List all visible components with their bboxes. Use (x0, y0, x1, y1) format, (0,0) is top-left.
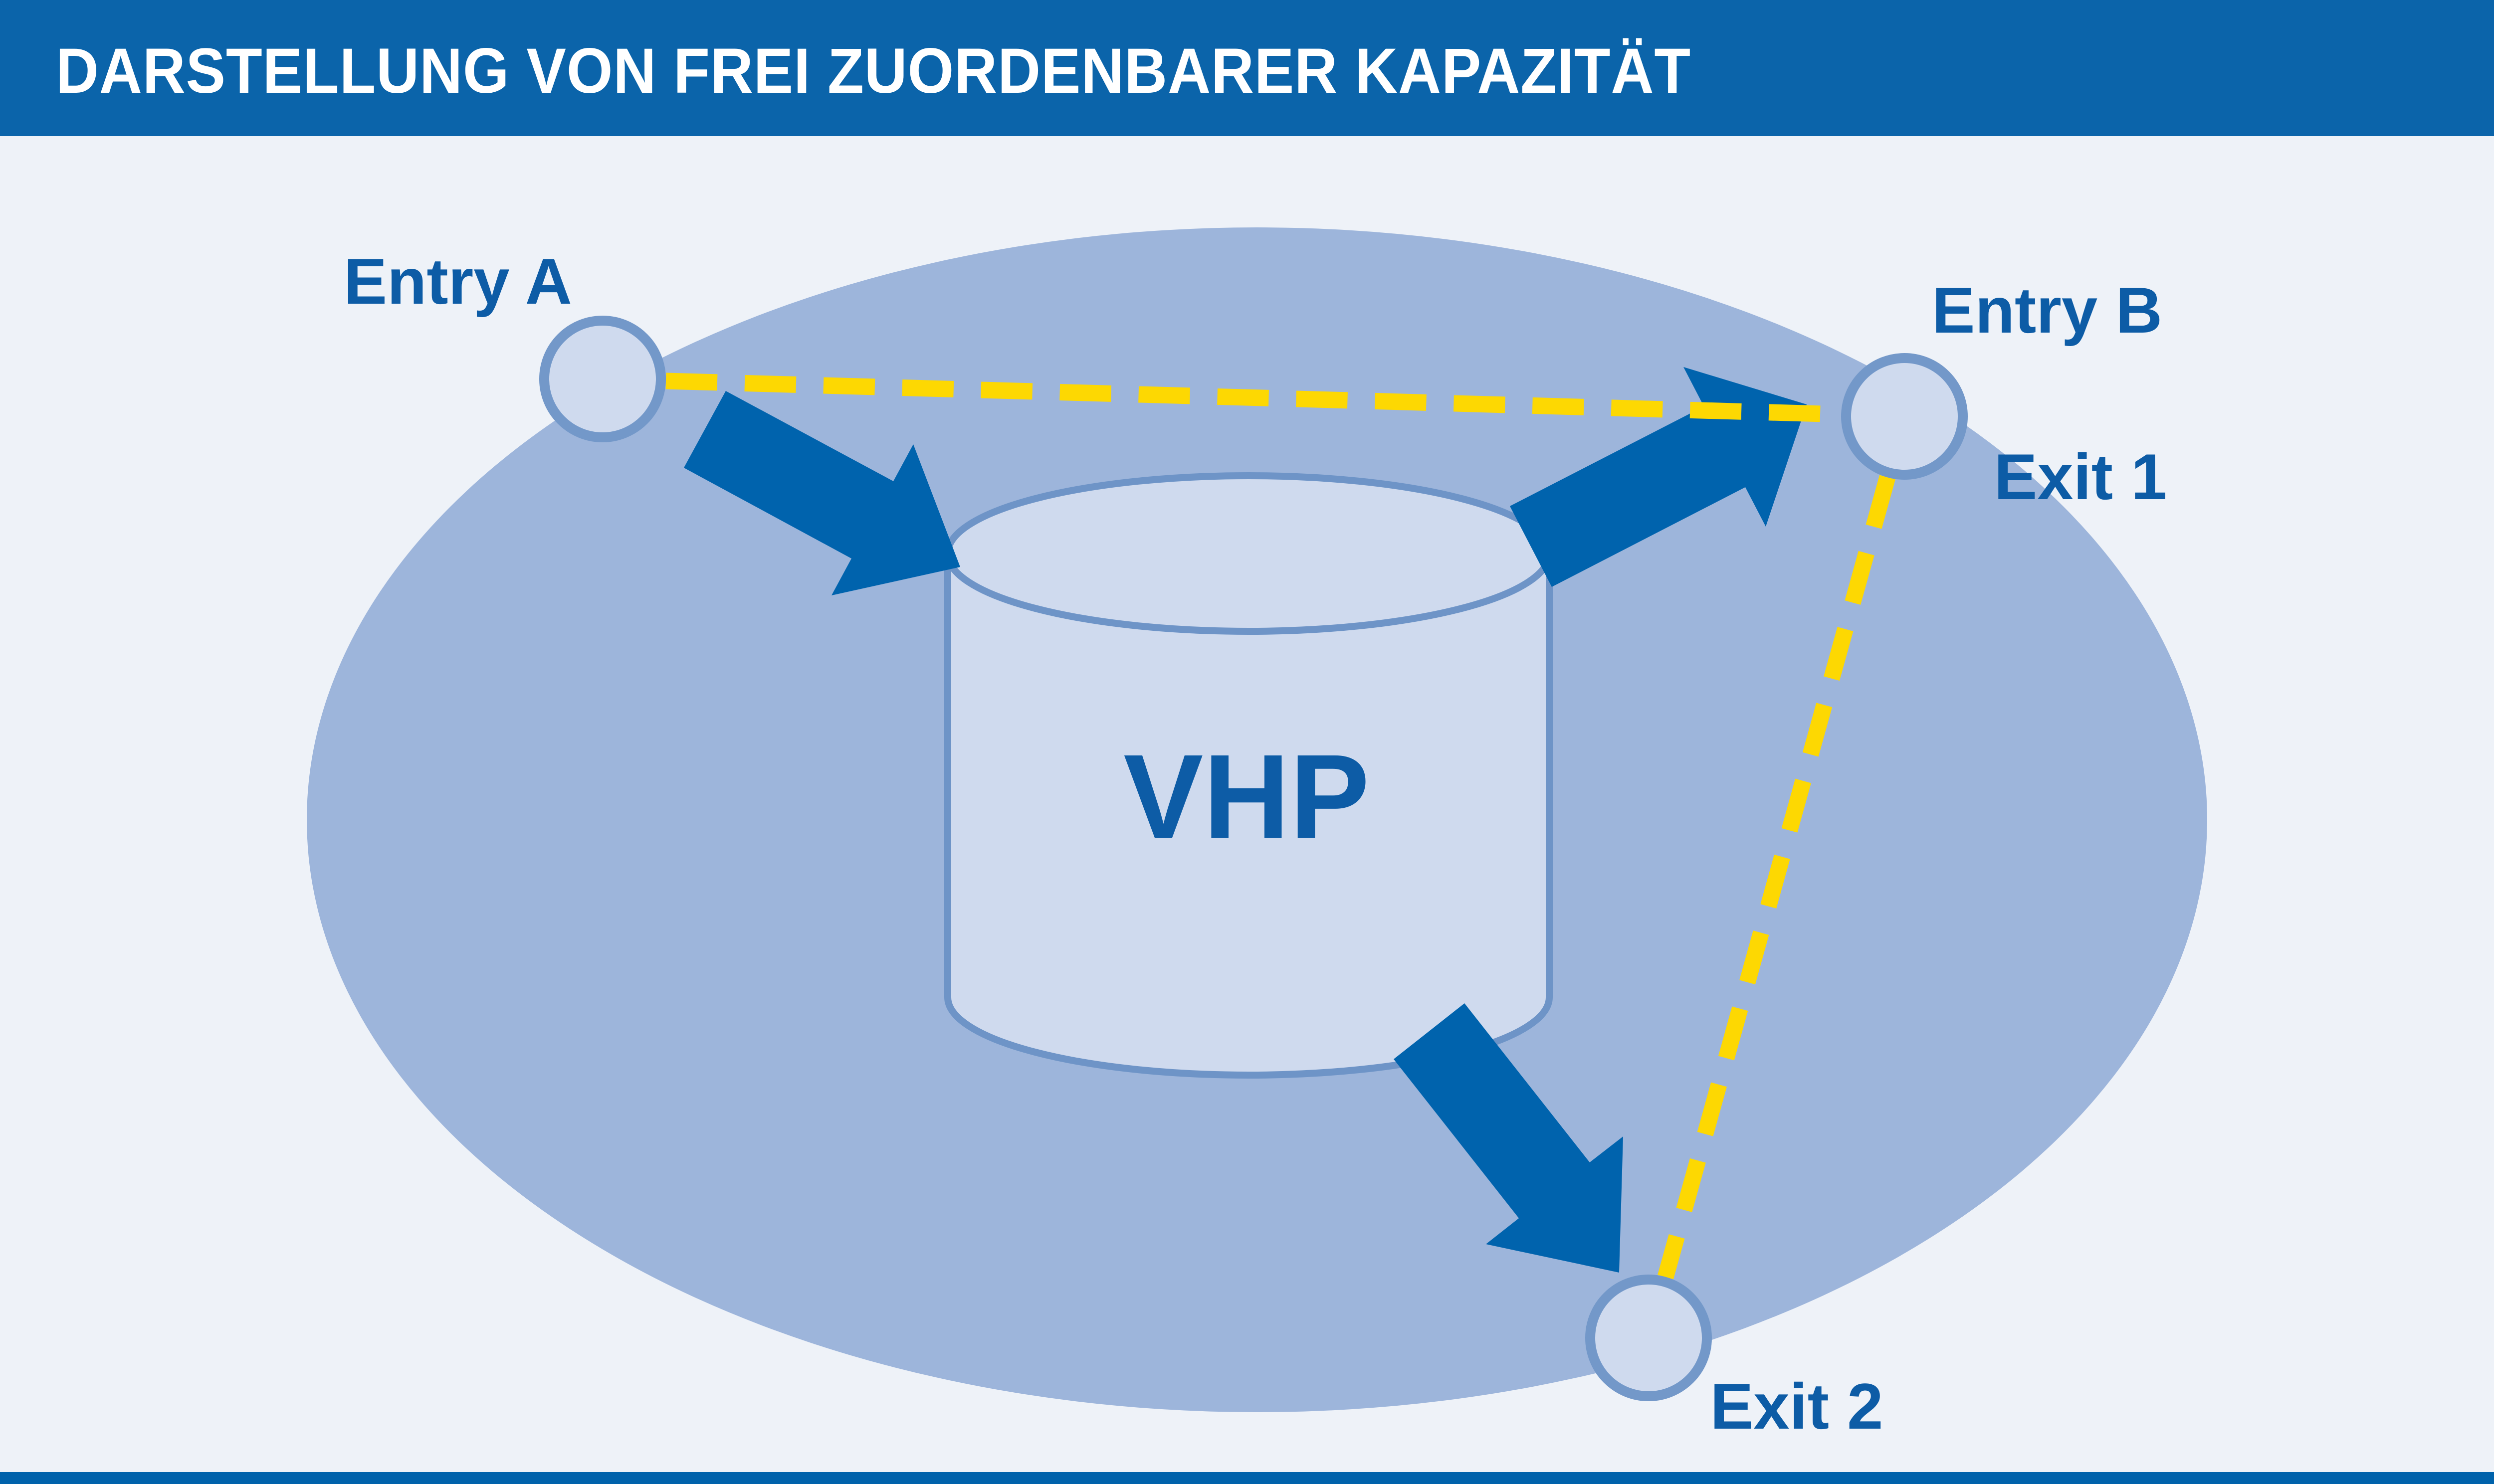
vhp-cylinder: VHP (944, 472, 1553, 1079)
vhp-cylinder-body (944, 554, 1553, 1079)
label-exit-1: Exit 1 (1994, 440, 2167, 513)
node-entry-a (539, 316, 666, 442)
label-entry-b: Entry B (1932, 274, 2162, 347)
arrow-vhp-to-entry-b (1510, 367, 1807, 587)
node-exit-2 (1585, 1275, 1712, 1401)
arrow-vhp-to-exit-2 (1394, 1003, 1623, 1273)
footer-bar (0, 1472, 2494, 1484)
label-exit-2: Exit 2 (1710, 1370, 1883, 1443)
arrow-entry-a-to-vhp (684, 391, 960, 595)
dashed-line-entry-a-to-entry-b (665, 372, 1842, 423)
vhp-label: VHP (1123, 730, 1369, 863)
dashed-line-entry-b-to-exit-2 (1658, 475, 1895, 1280)
page-title: DARSTELLUNG VON FREI ZUORDENBARER KAPAZI… (56, 35, 1691, 107)
vhp-cylinder-top (944, 472, 1553, 635)
node-entry-b-exit-1 (1841, 353, 1968, 480)
header-bar (0, 0, 2494, 136)
label-entry-a: Entry A (344, 245, 572, 318)
